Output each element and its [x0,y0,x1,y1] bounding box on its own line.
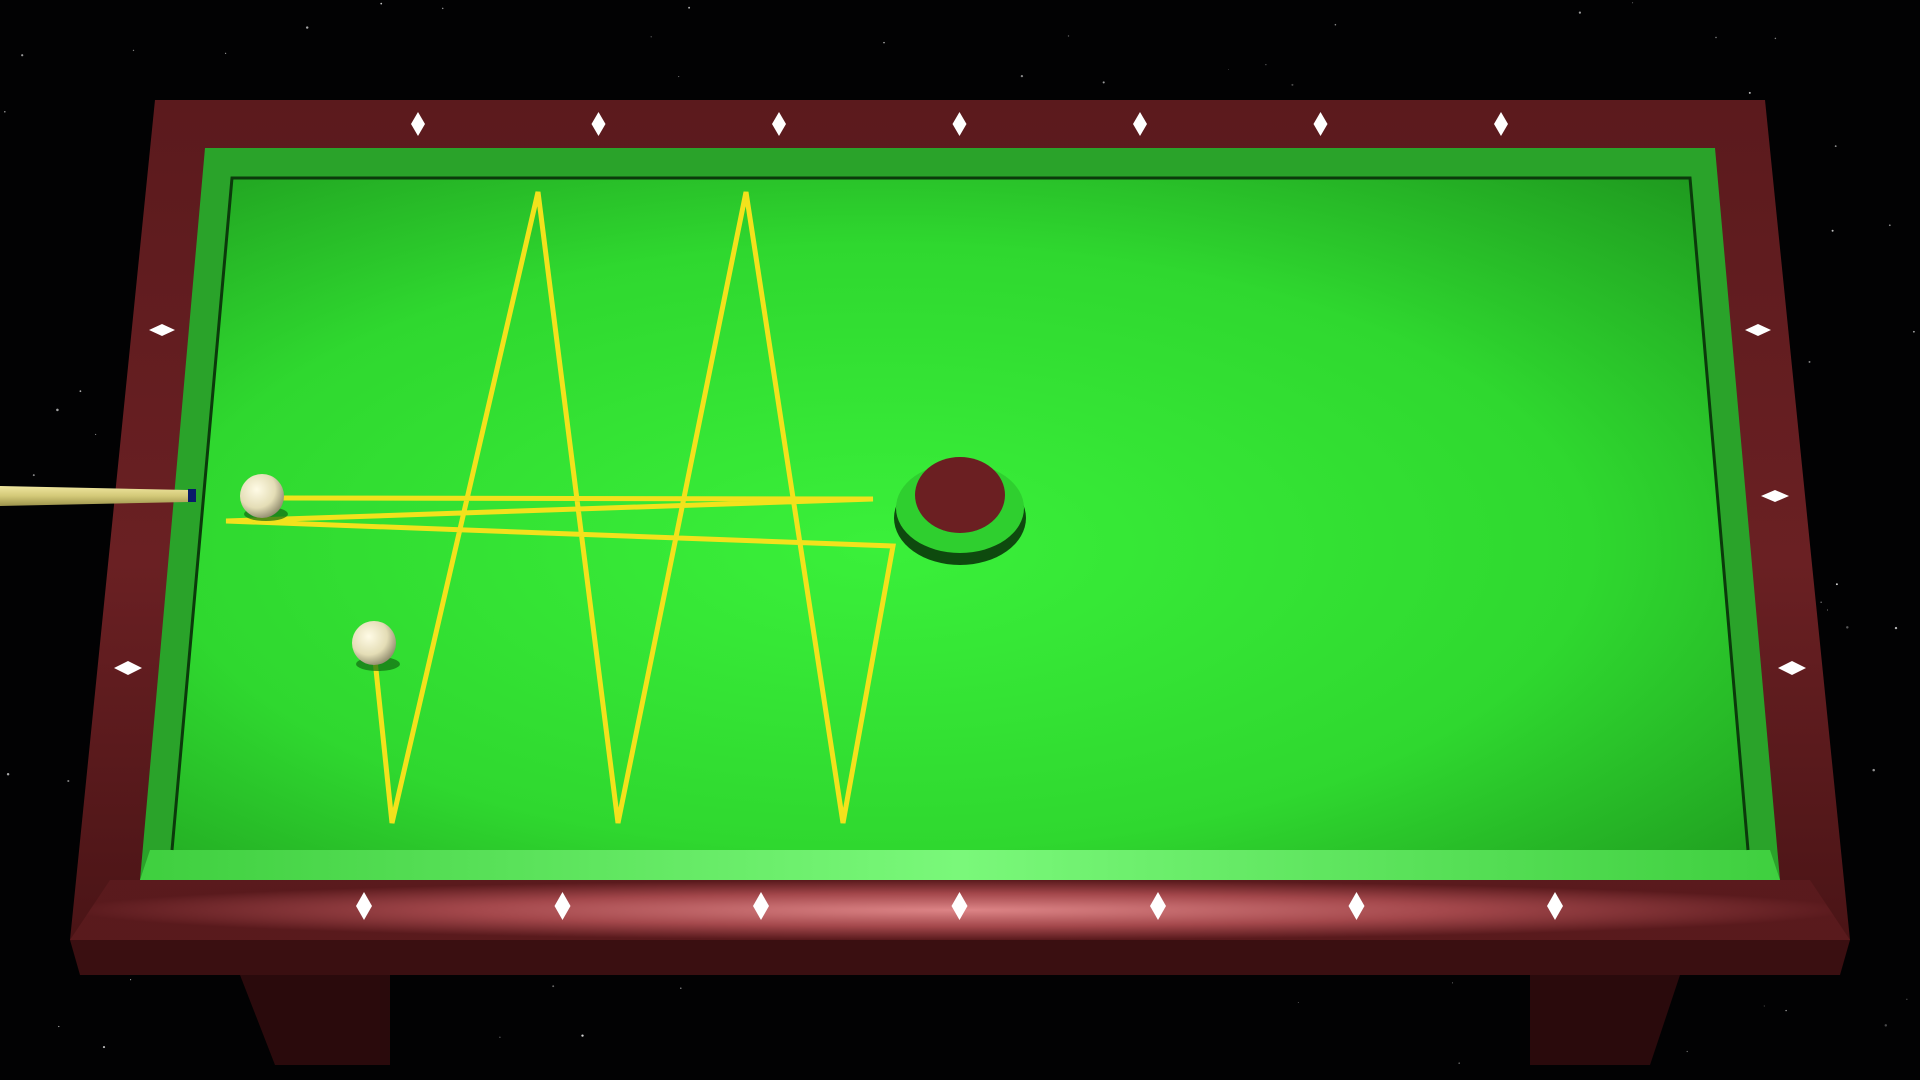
table-legs [240,975,1680,1065]
star [1785,1010,1786,1011]
star [95,434,96,435]
star [1775,38,1777,40]
star [1749,92,1751,94]
star [1021,75,1023,77]
star [1821,602,1822,603]
star [80,390,82,392]
star [1687,1051,1688,1052]
star [130,979,131,980]
front-cushion [140,850,1780,880]
star [1452,982,1453,983]
star [1291,84,1293,86]
star [581,1034,583,1036]
star [1228,69,1229,70]
star [1835,145,1837,147]
star [442,8,444,10]
star [499,1037,500,1038]
star [883,42,885,44]
star [680,988,681,989]
star [1715,37,1716,38]
star [1846,626,1848,628]
star [1889,224,1891,226]
star [225,53,226,54]
star [1906,999,1907,1000]
cue-ball[interactable] [240,474,284,518]
star [1895,627,1897,629]
star [67,780,69,782]
star [380,3,382,5]
star [1298,1002,1299,1003]
star [56,409,59,412]
star [1103,81,1105,83]
star [1068,35,1069,36]
star [1458,1062,1460,1064]
star [1872,769,1875,772]
star [1885,1024,1887,1026]
star [1836,583,1838,585]
star [678,76,679,77]
cue-tip [188,489,196,502]
star [103,1046,105,1048]
star [4,111,6,113]
star [688,7,690,9]
star [133,50,134,51]
star [1832,230,1834,232]
star [21,54,23,56]
star [1335,24,1337,26]
star [7,773,9,775]
star [58,1026,59,1027]
star [1913,331,1915,333]
star [1265,64,1266,65]
star [1809,361,1811,363]
star [1827,609,1828,610]
star [1632,2,1633,3]
table-leg-right [1530,975,1680,1065]
star [33,474,35,476]
star [1764,1006,1765,1007]
star [552,985,554,987]
object-ball[interactable] [352,621,396,665]
table-leg-left [240,975,390,1065]
table-apron [70,940,1850,975]
star [1579,12,1581,14]
star [651,36,652,37]
hole-pit [915,457,1005,533]
star [306,26,308,28]
